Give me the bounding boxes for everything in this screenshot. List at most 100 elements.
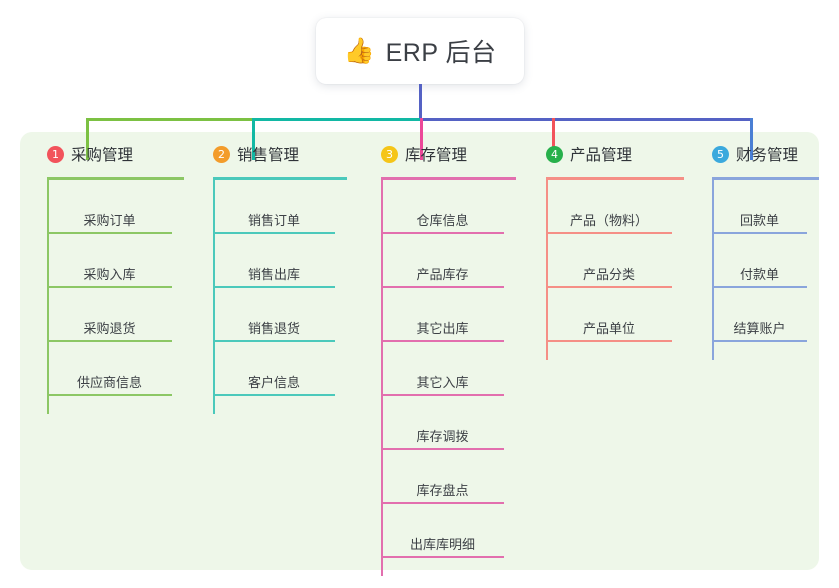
leaf-label: 产品单位	[582, 321, 635, 336]
leaf-underline	[381, 340, 504, 342]
drop-product	[552, 118, 555, 160]
column-header-row: 2 销售管理	[195, 140, 347, 168]
leaf-label: 出库库明细	[409, 537, 475, 552]
column-title: 销售管理	[237, 147, 300, 164]
leaf-underline	[47, 232, 172, 234]
leaf-label: 结算账户	[733, 321, 786, 336]
leaf-underline	[546, 232, 672, 234]
column-underline	[712, 177, 819, 180]
leaf-label: 其它入库	[416, 375, 469, 390]
leaf-label: 销售订单	[247, 213, 300, 228]
leaf-node[interactable]: 采购退货	[47, 288, 172, 342]
leaf-label: 采购退货	[83, 321, 136, 336]
leaf-label: 仓库信息	[416, 213, 469, 228]
leaf-node[interactable]: 产品库存	[381, 234, 504, 288]
leaf-node[interactable]: 回款单	[712, 180, 807, 234]
leaf-node[interactable]: 客户信息	[213, 342, 335, 396]
root-node-title: ERP 后台	[385, 39, 497, 67]
drop-finance	[750, 118, 753, 160]
column-title: 财务管理	[736, 147, 799, 164]
column-header-sales[interactable]: 2 销售管理	[195, 140, 347, 180]
leaf-label: 产品（物料）	[569, 213, 648, 228]
leaf-underline	[712, 232, 807, 234]
bar-blue	[420, 118, 752, 121]
leaf-underline	[546, 286, 672, 288]
diagram-panel	[20, 132, 819, 570]
leaf-node[interactable]: 采购入库	[47, 234, 172, 288]
leaf-underline	[213, 394, 335, 396]
column-inventory: 3 库存管理仓库信息产品库存其它出库其它入库库存调拨库存盘点出库库明细	[363, 140, 516, 576]
leaf-node[interactable]: 采购订单	[47, 180, 172, 234]
leaf-node[interactable]: 产品分类	[546, 234, 672, 288]
badge-number-icon: 4	[546, 145, 563, 163]
trunk-line	[419, 84, 422, 121]
column-header-row: 4 产品管理	[528, 140, 684, 168]
column-finance: 5 财务管理回款单付款单结算账户	[694, 140, 819, 360]
leaf-label: 库存调拨	[416, 429, 469, 444]
leaf-node[interactable]: 产品（物料）	[546, 180, 672, 234]
leaf-node[interactable]: 其它入库	[381, 342, 504, 396]
root-node-erp-backend[interactable]: 👍 ERP 后台	[316, 18, 524, 84]
thumbs-up-icon: 👍	[343, 36, 375, 65]
leaf-node[interactable]: 销售订单	[213, 180, 335, 234]
column-spine	[546, 180, 548, 360]
drop-purchase	[86, 118, 89, 160]
leaf-underline	[47, 340, 172, 342]
column-title: 产品管理	[570, 147, 633, 164]
leaf-underline	[213, 340, 335, 342]
leaf-label: 回款单	[739, 213, 779, 228]
column-underline	[546, 177, 684, 180]
leaf-node[interactable]: 销售出库	[213, 234, 335, 288]
leaf-node[interactable]: 库存盘点	[381, 450, 504, 504]
leaf-label: 采购订单	[83, 213, 136, 228]
leaf-underline	[47, 286, 172, 288]
leaf-underline	[381, 502, 504, 504]
badge-number-icon: 2	[213, 145, 230, 163]
leaf-label: 客户信息	[247, 375, 300, 390]
leaf-node[interactable]: 付款单	[712, 234, 807, 288]
column-header-row: 3 库存管理	[363, 140, 516, 168]
leaf-underline	[712, 340, 807, 342]
bar-teal	[252, 118, 422, 121]
leaf-underline	[712, 286, 807, 288]
column-purchase: 1 采购管理采购订单采购入库采购退货供应商信息	[29, 140, 184, 414]
leaf-label: 产品分类	[582, 267, 635, 282]
leaf-node[interactable]: 出库库明细	[381, 504, 504, 558]
column-title: 库存管理	[405, 147, 468, 164]
leaf-node[interactable]: 产品单位	[546, 288, 672, 342]
drop-inventory	[420, 118, 423, 160]
leaf-label: 产品库存	[416, 267, 469, 282]
leaf-node[interactable]: 销售退货	[213, 288, 335, 342]
column-title: 采购管理	[71, 147, 134, 164]
column-underline	[381, 177, 516, 180]
badge-number-icon: 3	[381, 145, 398, 163]
leaf-node[interactable]: 供应商信息	[47, 342, 172, 396]
leaf-label: 销售出库	[247, 267, 300, 282]
leaf-underline	[381, 232, 504, 234]
badge-number-icon: 1	[47, 145, 64, 163]
leaf-underline	[213, 232, 335, 234]
leaf-node[interactable]: 结算账户	[712, 288, 807, 342]
leaf-label: 供应商信息	[76, 375, 142, 390]
column-header-finance[interactable]: 5 财务管理	[694, 140, 819, 180]
badge-number-icon: 5	[712, 145, 729, 163]
leaf-underline	[381, 286, 504, 288]
leaf-underline	[546, 340, 672, 342]
column-product: 4 产品管理产品（物料） 产品分类产品单位	[528, 140, 684, 360]
column-spine	[47, 180, 49, 414]
leaf-node[interactable]: 仓库信息	[381, 180, 504, 234]
drop-sales	[252, 118, 255, 160]
column-spine	[712, 180, 714, 360]
column-header-purchase[interactable]: 1 采购管理	[29, 140, 184, 180]
column-header-row: 5 财务管理	[694, 140, 819, 168]
leaf-node[interactable]: 其它出库	[381, 288, 504, 342]
leaf-label: 采购入库	[83, 267, 136, 282]
column-header-inventory[interactable]: 3 库存管理	[363, 140, 516, 180]
column-sales: 2 销售管理销售订单销售出库销售退货客户信息	[195, 140, 347, 414]
column-header-row: 1 采购管理	[29, 140, 184, 168]
leaf-underline	[213, 286, 335, 288]
column-header-product[interactable]: 4 产品管理	[528, 140, 684, 180]
leaf-node[interactable]: 库存调拨	[381, 396, 504, 450]
column-spine	[381, 180, 383, 576]
